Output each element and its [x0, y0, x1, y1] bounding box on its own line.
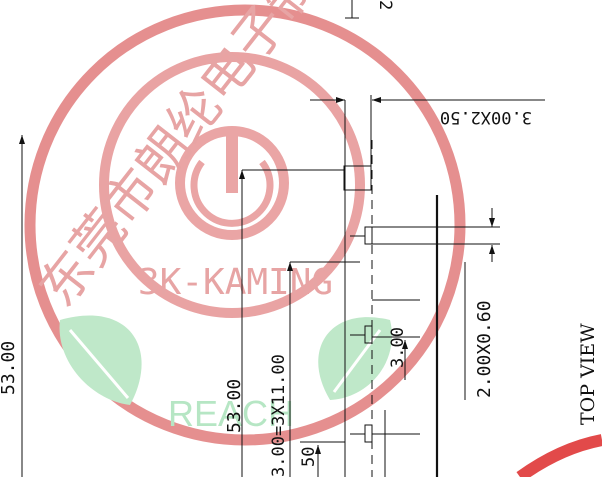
- top-fragment: 2: [375, 0, 395, 10]
- dim-pitch-series: 3.00=3X11.00: [269, 354, 289, 477]
- dim-pad-pitch: 3.00: [388, 327, 408, 368]
- seal-stamp-arc: [516, 434, 602, 477]
- watermark-brand: 3K-KAMING: [138, 262, 333, 303]
- dim-pad-size: 2.00X0.60: [474, 300, 495, 398]
- power-logo-icon: [175, 126, 289, 240]
- pads: [350, 226, 373, 443]
- pad: [364, 226, 373, 245]
- watermark: 东莞市朗纶电子制品有限公司 3K-KAMING REACH: [24, 0, 602, 477]
- dim-partial: 50: [299, 447, 319, 467]
- dim-left-total: 53.00: [0, 341, 19, 395]
- board-outline: [343, 100, 439, 477]
- seal-inner-ring: [99, 52, 365, 318]
- pad: [364, 424, 373, 443]
- dim-corner-pad: 3.00X2.50: [440, 107, 532, 127]
- view-label: TOP VIEW: [577, 323, 599, 425]
- seal-outer-ring: [24, 4, 466, 446]
- watermark-reach: REACH: [168, 393, 294, 434]
- reach-leaf-left-icon: [59, 315, 142, 405]
- dimension-lines: [19, 0, 545, 477]
- dim-inner-total: 53.00: [224, 379, 245, 433]
